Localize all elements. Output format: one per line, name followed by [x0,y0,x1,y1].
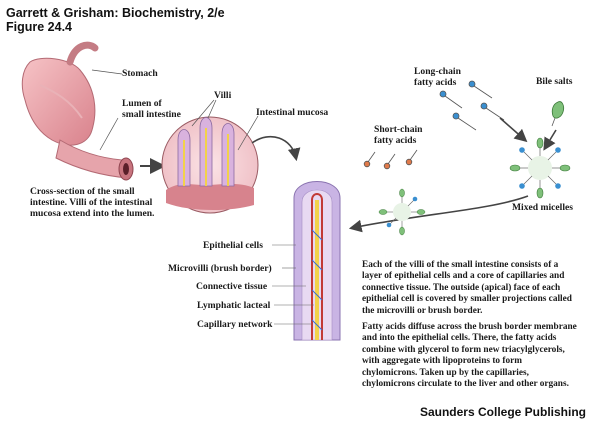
label-lymphatic-lacteal: Lymphatic lacteal [197,300,271,311]
intestine-tube [55,139,134,181]
mucosa-magnification [161,116,259,214]
label-microvilli: Microvilli (brush border) [168,263,272,274]
paragraph-villi-structure: Each of the villi of the small intestine… [362,260,572,317]
bile-salt-arrow [543,129,557,151]
label-lumen-line-2: small intestine [122,109,181,120]
mixed-micelle-large [509,137,571,199]
paragraph-2-line-4: with aggregate with lipoproteins to form [362,356,523,367]
label-connective-tissue: Connective tissue [196,281,268,292]
label-short-chain-line-1: Short-chain [374,124,423,135]
short-chain-fatty-acids [363,149,418,170]
paragraph-2-line-2: and into the epithelial cells. There, th… [362,333,557,344]
paragraph-1-line-3: connective tissue. The outside (apical) … [362,282,561,293]
villus-drawing [293,181,341,341]
paragraph-1-line-1: Each of the villi of the small intestine… [362,260,559,270]
long-chain-fatty-acids [439,80,505,131]
label-stomach: Stomach [122,68,158,79]
stomach-drawing [21,41,99,146]
bile-salts [551,101,565,127]
caption-line-1: Cross-section of the small [30,186,135,197]
mucosa-leader [237,115,259,151]
figure-source-title: Garrett & Grisham: Biochemistry, 2/e [6,6,225,20]
paragraph-1-line-2: layer of epithelial cells and a core of … [362,271,565,282]
paragraph-2-line-1: Fatty acids diffuse across the brush bor… [362,322,577,332]
villi-leader-2 [207,99,217,119]
paragraph-1-line-4: epithelial cell is covered by smaller pr… [362,294,572,305]
stomach-leader [91,69,123,75]
caption-line-2: intestine. Villi of the intestinal [30,197,153,208]
caption-line-3: mucosa extend into the lumen. [30,208,155,219]
publisher-credit: Saunders College Publishing [419,405,586,419]
label-intestinal-mucosa: Intestinal mucosa [256,107,329,118]
micelle-to-villus-arrow [348,195,529,233]
paragraph-2-line-3: combine with glycerol to form new triacy… [362,344,565,355]
label-bile-salts: Bile salts [536,76,573,87]
paragraph-2-line-6: chylomicrons circulate to the liver and … [362,379,569,390]
label-lumen-line-1: Lumen of [122,98,162,109]
label-short-chain-line-2: fatty acids [374,135,417,146]
label-capillary-network: Capillary network [197,319,273,330]
paragraph-1-line-5: the microvilli or brush border. [362,305,483,316]
label-villi: Villi [214,90,232,101]
fatty-acid-arrow [499,117,528,143]
villi-leader-1 [191,99,215,127]
label-long-chain-line-1: Long-chain [414,66,461,77]
paragraph-2-line-5: chylomicrons. Taken up by the capillarie… [362,367,529,378]
label-long-chain-line-2: fatty acids [414,77,457,88]
lumen-leader [99,117,119,151]
label-epithelial-cells: Epithelial cells [203,240,263,251]
villus-arrow [251,135,301,162]
figure-number: Figure 24.4 [6,20,72,34]
mixed-micelle-small [378,188,426,236]
paragraph-fatty-acid-absorption: Fatty acids diffuse across the brush bor… [362,322,577,390]
label-mixed-micelles: Mixed micelles [512,202,574,213]
